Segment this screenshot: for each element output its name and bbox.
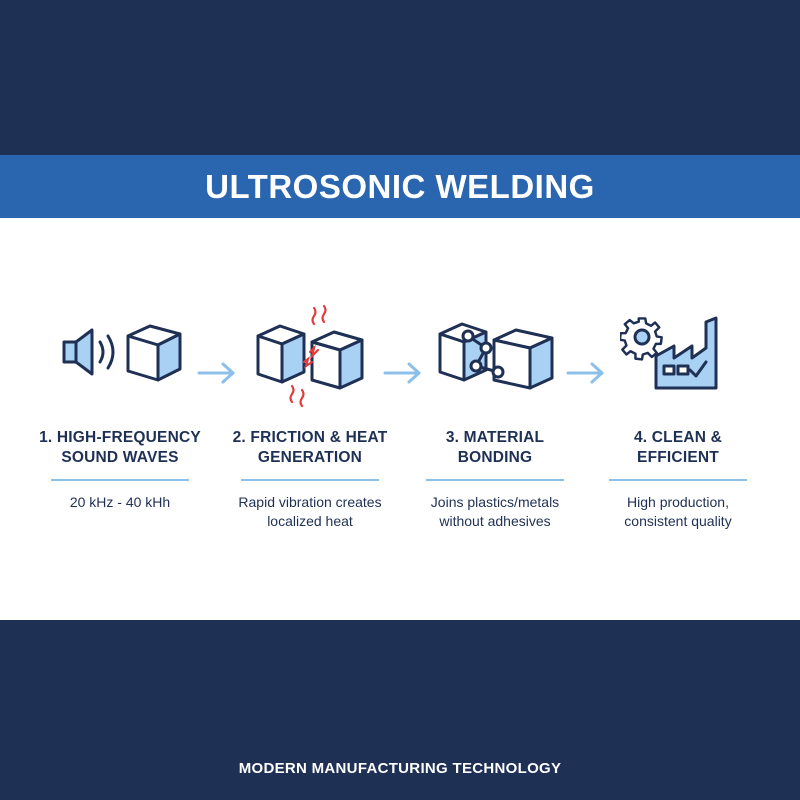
footer-tagline: MODERN MANUFACTURING TECHNOLOGY xyxy=(238,760,562,777)
arrow-right-icon xyxy=(566,362,604,384)
arrow-right-icon xyxy=(383,362,421,384)
step-description: Joins plastics/metals without adhesives xyxy=(430,494,560,529)
step-3: 3. MATERIAL BONDING Joins plastics/metal… xyxy=(410,428,580,531)
step-2: 2. FRICTION & HEAT GENERATION Rapid vibr… xyxy=(225,428,395,531)
process-panel: 1. HIGH-FREQUENCY SOUND WAVES 20 kHz - 4… xyxy=(0,218,800,620)
step-title: 1. HIGH-FREQUENCY SOUND WAVES xyxy=(39,429,201,466)
step-description: High production, consistent quality xyxy=(624,494,732,529)
arrow-right-icon xyxy=(197,362,235,384)
step-1: 1. HIGH-FREQUENCY SOUND WAVES 20 kHz - 4… xyxy=(35,428,205,512)
step-4: 4. CLEAN & EFFICIENT High production, co… xyxy=(593,428,763,531)
friction-cubes-icon xyxy=(256,304,364,408)
step-divider xyxy=(51,479,189,481)
title-banner: ULTROSONIC WELDING xyxy=(0,155,800,218)
step-divider xyxy=(426,479,564,481)
step-title: 2. FRICTION & HEAT GENERATION xyxy=(232,429,388,466)
page-title: ULTROSONIC WELDING xyxy=(205,167,595,205)
step-description: 20 kHz - 40 kHh xyxy=(69,494,171,510)
bonded-cubes-icon xyxy=(438,322,554,390)
step-divider xyxy=(241,479,379,481)
speaker-cube-icon xyxy=(62,324,182,382)
step-description: Rapid vibration creates localized heat xyxy=(238,494,382,529)
gear-factory-icon xyxy=(620,316,718,390)
step-divider xyxy=(609,479,747,481)
step-title: 3. MATERIAL BONDING xyxy=(445,429,545,466)
step-title: 4. CLEAN & EFFICIENT xyxy=(633,429,723,466)
